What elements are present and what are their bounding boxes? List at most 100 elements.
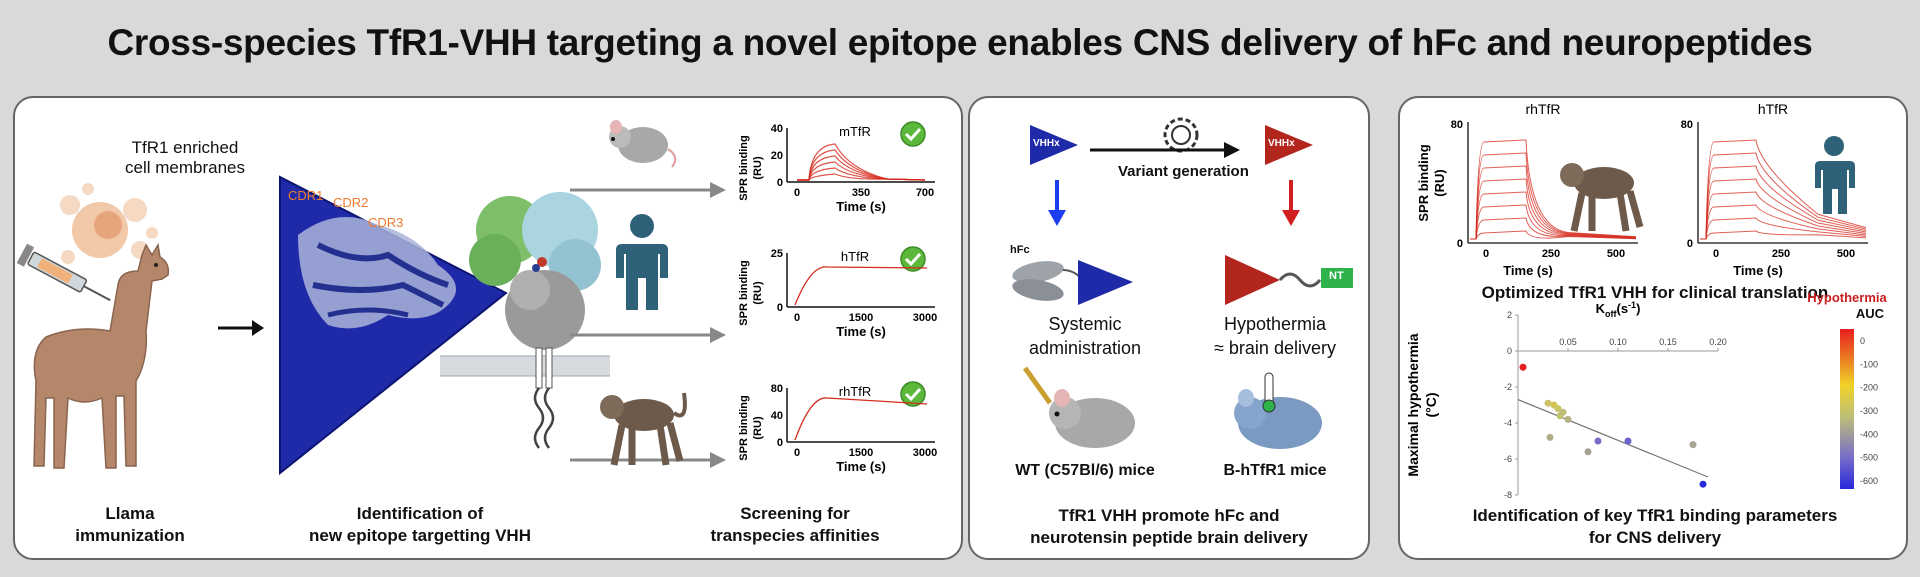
x-tick-label: 0.10 <box>1609 337 1627 347</box>
sensorgram-curve <box>797 161 926 181</box>
scatter-point <box>1624 437 1632 445</box>
scatter-point <box>1594 437 1602 445</box>
colorbar-tick-label: -100 <box>1860 359 1878 369</box>
scatter-point <box>1689 441 1697 449</box>
y-tick-label: 0 <box>1507 346 1512 356</box>
colorbar-tick-label: -300 <box>1860 406 1878 416</box>
trendline <box>1517 399 1709 478</box>
x-tick-label: 0.05 <box>1559 337 1577 347</box>
sensorgram-curve <box>794 397 928 441</box>
panel-variant-generation <box>968 96 1370 560</box>
sensorgram-curve <box>1470 191 1637 240</box>
hfc-label: hFc <box>1010 244 1030 256</box>
sensorgram-curve <box>1470 204 1637 240</box>
scatter-point <box>1519 363 1527 371</box>
check-icon <box>900 121 926 147</box>
caption-llama-line1: Llama <box>105 504 155 523</box>
sensorgram-curve <box>797 167 926 181</box>
x-axis-label: Time (s) <box>836 324 886 339</box>
colorbar-tick-label: -400 <box>1860 429 1878 439</box>
scatter-point <box>1559 408 1567 416</box>
colorbar <box>1840 329 1854 489</box>
x-tick-label: 0 <box>1483 248 1489 260</box>
scatter-point <box>1699 480 1707 488</box>
arrow-right-variant-icon <box>1090 142 1240 158</box>
y-tick-label: -2 <box>1504 382 1512 392</box>
x-axis-label: Time (s) <box>836 459 886 474</box>
page-title: Cross-species TfR1-VHH targeting a novel… <box>107 22 1813 63</box>
monkey-icon <box>600 392 687 466</box>
y-tick-label: -4 <box>1504 418 1512 428</box>
hypothermia-label: Hypothermia ≈ brain delivery <box>1195 312 1355 360</box>
sensorgram-curve <box>1470 217 1637 240</box>
scatter-point <box>1544 399 1552 407</box>
colorbar-tick-label: -200 <box>1860 383 1878 393</box>
y-tick-label: 80 <box>771 383 783 395</box>
colorbar-title-2: AUC <box>1856 306 1885 321</box>
x-axis-label-part: -1 <box>1628 300 1636 310</box>
bhtfr1-mouse-icon <box>1234 372 1322 449</box>
arrow-down-blue-icon <box>1048 180 1066 226</box>
sensorgram-curve <box>1700 230 1867 240</box>
x-tick-label: 250 <box>1542 248 1560 260</box>
wt-mouse-icon <box>1022 366 1135 448</box>
colorbar-tick-label: -500 <box>1860 453 1878 463</box>
x-tick-label: 500 <box>1837 248 1855 260</box>
x-axis-label-part: off <box>1605 309 1617 319</box>
caption-panel2: TfR1 VHH promote hFc and neurotensin pep… <box>970 505 1368 549</box>
hypothermia-line2: ≈ brain delivery <box>1214 338 1336 358</box>
hypothermia-line1: Hypothermia <box>1223 314 1327 334</box>
caption-screening-line1: Screening for <box>740 504 850 523</box>
vhh-structure-triangle <box>279 175 508 476</box>
caption-llama: Llama immunization <box>50 503 210 547</box>
vhh-triangle-red <box>1265 125 1313 165</box>
check-icon-mark <box>904 252 922 267</box>
chart-label: rhTfR <box>1526 101 1561 117</box>
syringe-icon <box>16 243 111 302</box>
y-axis-label: Maximal hypothermia <box>1405 333 1421 476</box>
x-tick-label: 700 <box>916 187 934 199</box>
caption-screening: Screening for transpecies affinities <box>680 503 910 547</box>
y-tick-label: 0 <box>777 302 783 314</box>
arrow-down-red-icon <box>1282 180 1300 226</box>
y-tick-label: 25 <box>771 248 783 260</box>
systemic-line2: administration <box>1028 338 1142 358</box>
caption-identification: Identification of new epitope targetting… <box>280 503 560 547</box>
llama-illustration <box>33 242 170 469</box>
cdr2-label: CDR2 <box>333 195 369 210</box>
chart-label: rhTfR <box>839 384 872 399</box>
scatter-point <box>1554 405 1562 413</box>
bhtfr1-mice-label: B-hTfR1 mice <box>1223 462 1327 479</box>
caption-panel3-line2: for CNS delivery <box>1588 528 1722 547</box>
check-icon <box>900 381 926 407</box>
chart-label: hTfR <box>841 249 869 264</box>
x-tick-label: 0 <box>1713 248 1719 260</box>
x-tick-label: 3000 <box>913 312 937 324</box>
y-axis-label: SPR binding <box>1416 144 1431 221</box>
sensorgram-curve <box>797 173 926 181</box>
cdr3-label: CDR3 <box>368 215 404 230</box>
vhh-label-blue: VHHx <box>1033 138 1060 149</box>
caption-identification-line1: Identification of <box>356 504 484 523</box>
caption-screening-line2: transpecies affinities <box>710 526 880 545</box>
sensorgram-curve <box>1470 139 1637 240</box>
y-tick-label: 20 <box>771 150 783 162</box>
sensorgram-curve <box>1700 139 1867 240</box>
y-axis-unit: (RU) <box>752 156 764 180</box>
y-axis-label: SPR binding <box>738 135 750 200</box>
x-tick-label: 0.15 <box>1659 337 1677 347</box>
x-tick-label: 0 <box>794 447 800 459</box>
variant-generation-label: Variant generation <box>1118 163 1249 180</box>
caption-llama-line2: immunization <box>75 526 185 545</box>
y-axis-unit: (RU) <box>1432 169 1447 196</box>
y-tick-label: -6 <box>1504 454 1512 464</box>
sensorgram-curve <box>794 266 928 306</box>
vhh-nt-construct <box>1225 255 1353 305</box>
x-tick-label: 500 <box>1607 248 1625 260</box>
y-tick-label: 0 <box>1687 238 1693 250</box>
x-axis-label: Time (s) <box>1733 263 1783 278</box>
sensorgram-curve <box>1700 217 1867 240</box>
